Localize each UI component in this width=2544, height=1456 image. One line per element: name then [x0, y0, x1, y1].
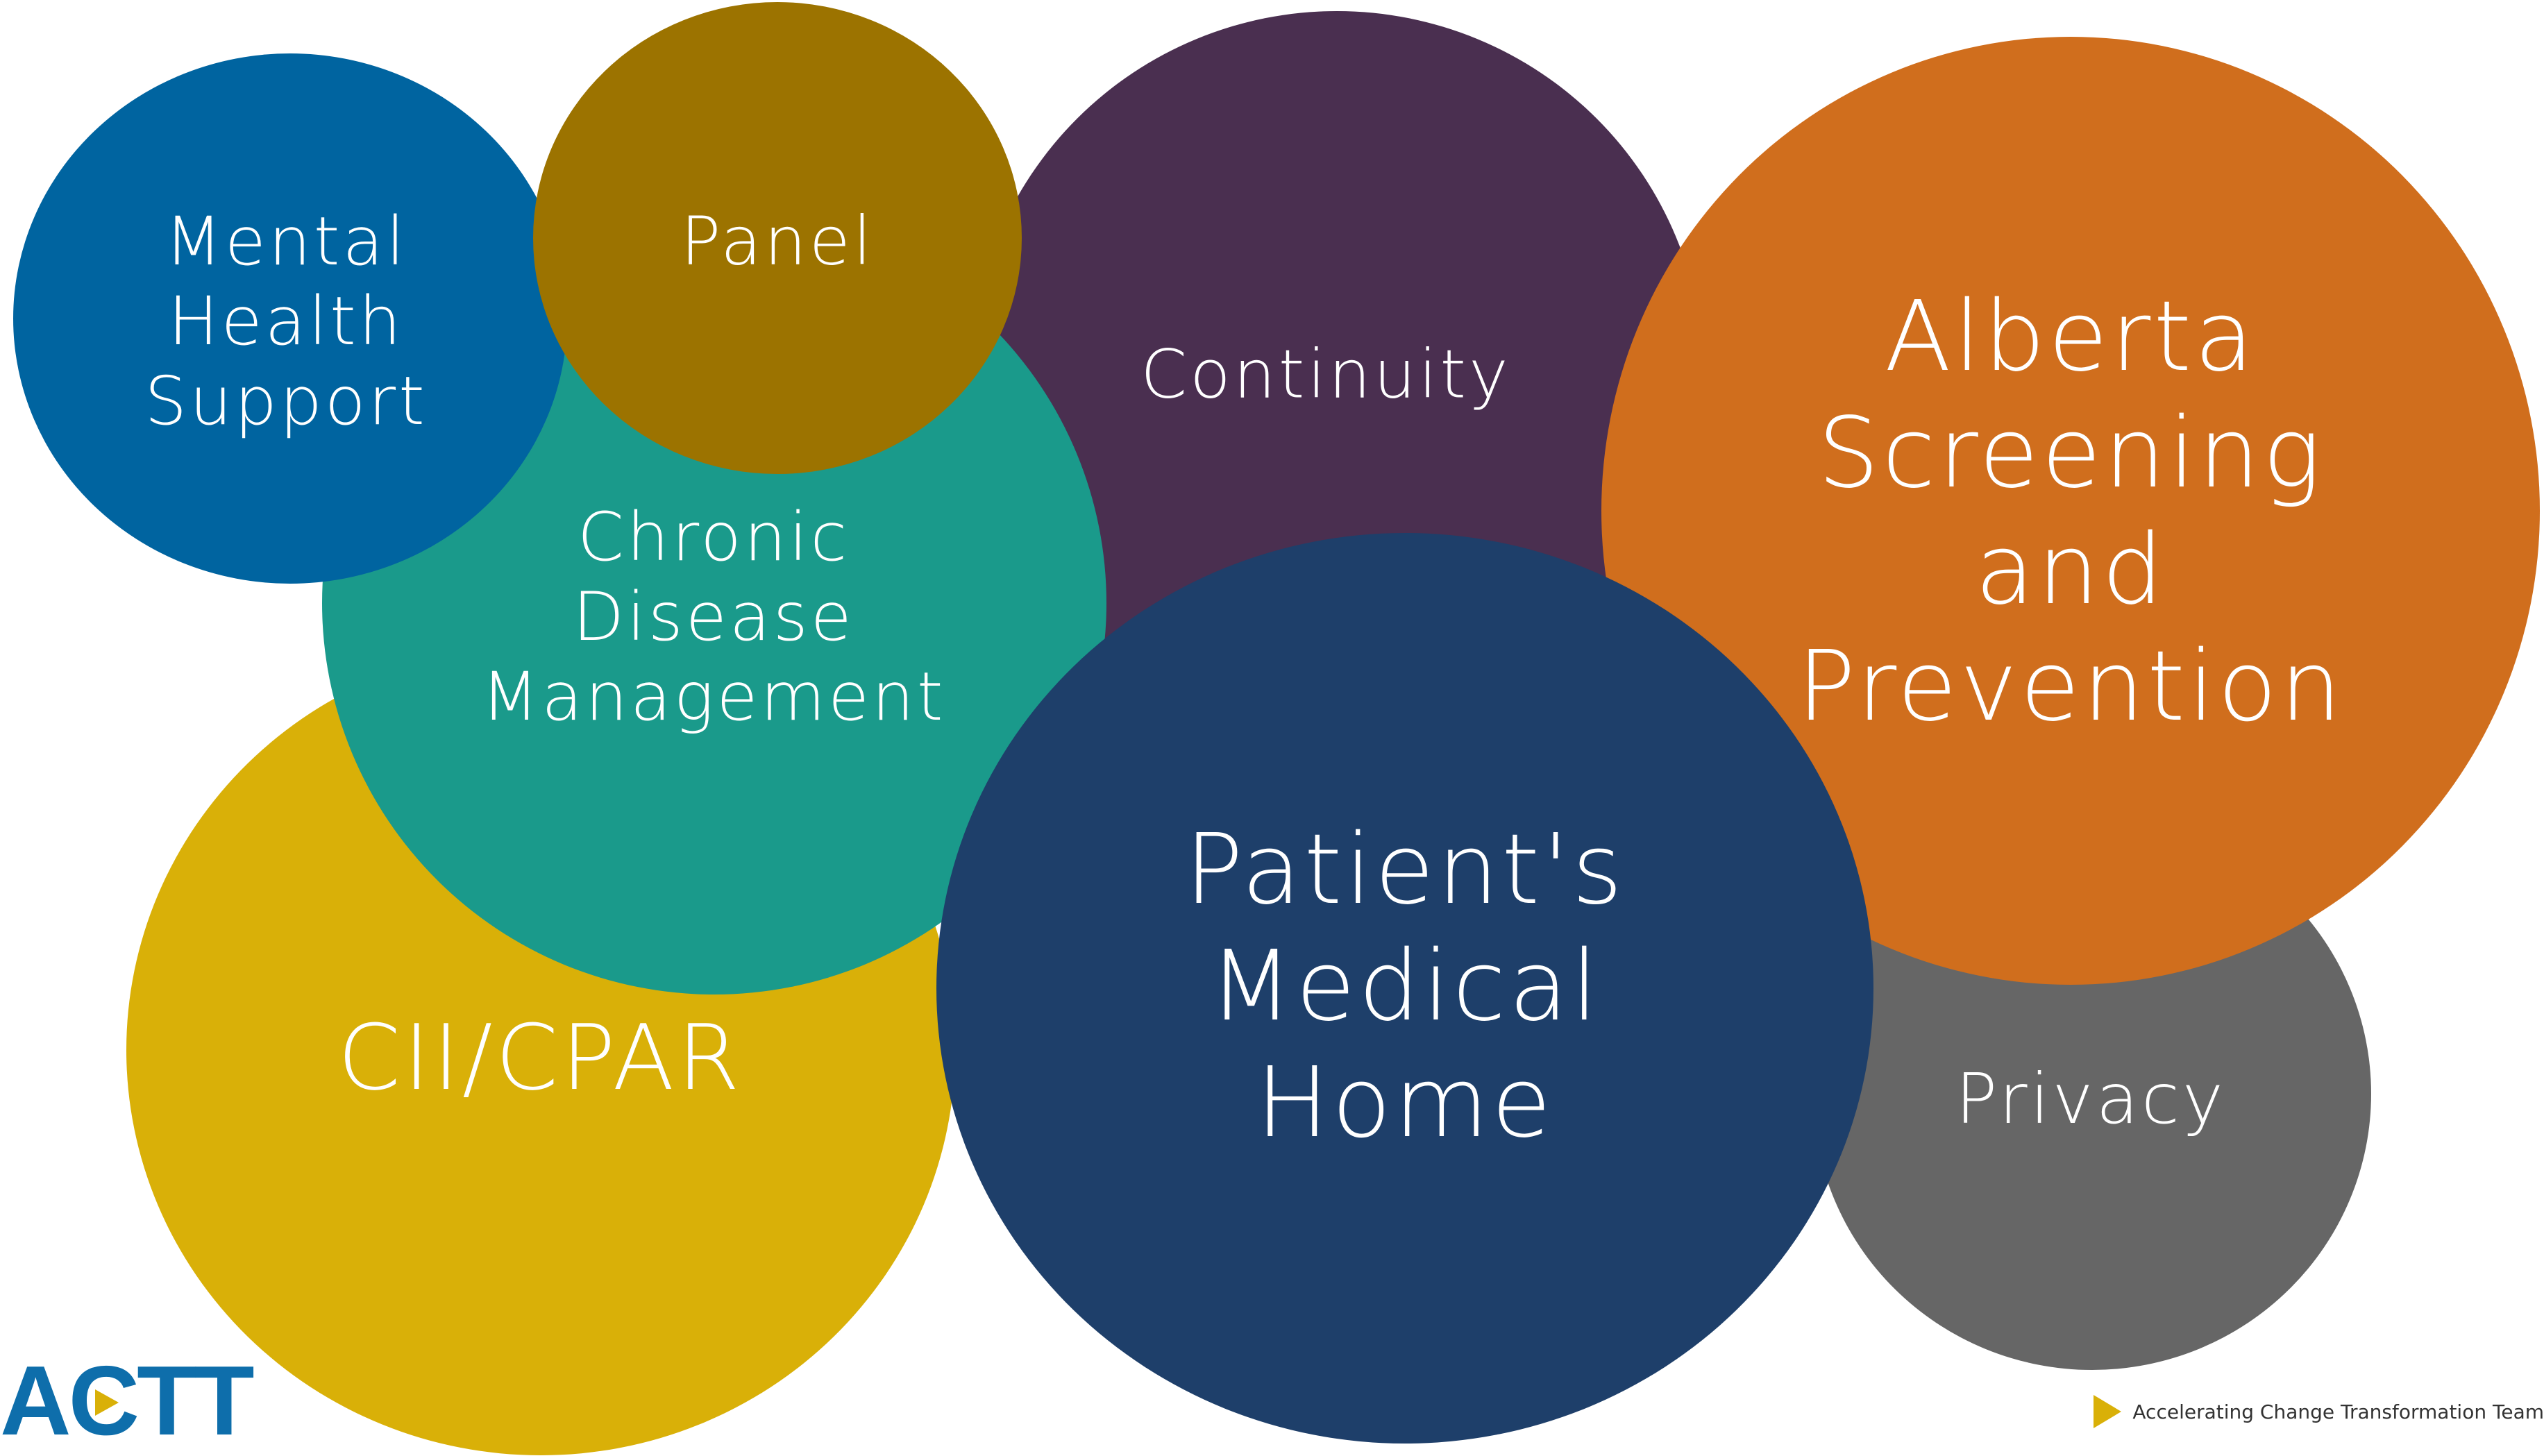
actt-logo: ACTT — [0, 1352, 255, 1450]
footer-tagline: Accelerating Change Transformation Team — [2094, 1395, 2544, 1428]
logo-c-mark: C — [69, 1352, 140, 1450]
mental-health-support-label: Mental Health Support — [144, 203, 428, 441]
play-triangle-icon — [2094, 1395, 2122, 1428]
mental-health-support-bubble — [13, 53, 567, 584]
logo-letters-tt: TT — [137, 1346, 254, 1456]
footer-text: Accelerating Change Transformation Team — [2132, 1400, 2544, 1423]
alberta-screening-and-prevention-label: Alberta Screening and Prevention — [1796, 280, 2345, 743]
continuity-label: Continuity — [1140, 335, 1511, 414]
panel-bubble — [533, 2, 1022, 474]
logo-letter-a: A — [0, 1346, 71, 1456]
privacy-label: Privacy — [1955, 1058, 2227, 1140]
panel-label: Panel — [680, 202, 875, 280]
chronic-disease-management-label: Chronic Disease Management — [481, 498, 946, 736]
patients-medical-home-bubble — [936, 533, 1873, 1444]
patients-medical-home-label: Patient's Medical Home — [1184, 813, 1626, 1160]
logo-play-icon — [94, 1389, 119, 1416]
cii-cpar-label: CII/CPAR — [337, 1005, 743, 1110]
